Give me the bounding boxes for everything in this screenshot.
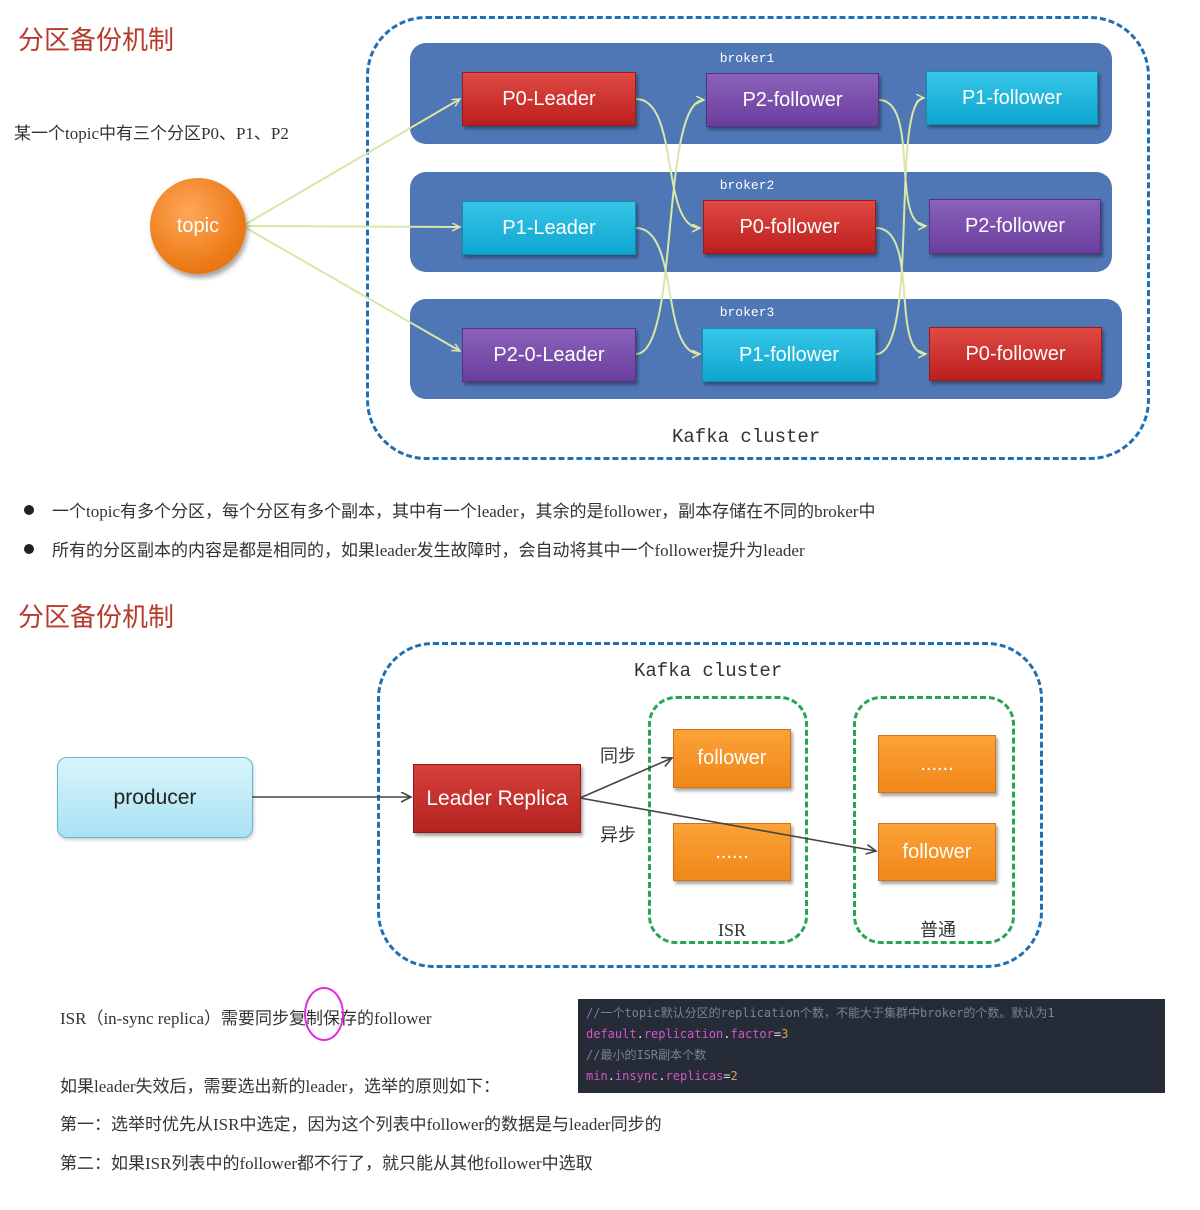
p1-replication-curve-2 <box>875 98 924 355</box>
isr-group-label: ISR <box>718 920 747 940</box>
p1-leader-node: P1-Leader <box>462 201 636 255</box>
isr-note-highlight: 同步 <box>255 1009 289 1028</box>
election-rule-2: 第二：如果ISR列表中的follower都不行了，就只能从其他follower中… <box>60 1154 593 1173</box>
broker-3-label: broker3 <box>719 305 775 320</box>
section2-connectors <box>252 600 1200 1020</box>
election-intro: 如果leader失效后，需要选出新的leader，选举的原则如下： <box>60 1077 501 1096</box>
isr-note: ISR（in-sync replica）需要同步复制保存的follower <box>60 1004 432 1029</box>
broker-1-label: broker1 <box>719 51 775 66</box>
p0-follower-broker3-node: P0-follower <box>929 327 1102 381</box>
p1-follower-broker3-node: P1-follower <box>702 328 876 382</box>
p2-replication-curve <box>635 100 704 355</box>
code-line-min-insync: min.insync.replicas=2 <box>586 1069 738 1083</box>
bullet-dot-icon <box>24 543 34 554</box>
bullet-item-2: 所有的分区副本的内容是都是相同的，如果leader发生故障时，会自动将其中一个f… <box>24 536 805 561</box>
topic-node: topic <box>150 178 246 274</box>
p2-follower-broker2-node: P2-follower <box>929 199 1101 254</box>
p2-follower-broker1-node: P2-follower <box>706 73 879 127</box>
bullet-dot-icon <box>24 504 34 515</box>
topic-to-p1-arrow <box>245 226 460 227</box>
p0-follower-broker2-node: P0-follower <box>703 200 876 254</box>
normal-group <box>853 696 1015 944</box>
sync-label: 同步 <box>600 746 636 766</box>
section2-title: 分区备份机制 <box>18 603 175 633</box>
section1-title: 分区备份机制 <box>18 26 175 56</box>
bullet-text-1: 一个topic有多个分区，每个分区有多个副本，其中有一个leader，其余的是f… <box>52 502 876 521</box>
p0-leader-node: P0-Leader <box>462 72 636 126</box>
kafka-cluster-1-label: Kafka cluster <box>672 426 821 448</box>
code-comment-2: //最小的ISR副本个数 <box>586 1048 707 1062</box>
election-rule-1: 第一：选举时优先从ISR中选定，因为这个列表中follower的数据是与lead… <box>60 1115 662 1134</box>
kafka-cluster-1 <box>366 16 1150 460</box>
p2-leader-node: P2-0-Leader <box>462 328 636 382</box>
async-label: 异步 <box>600 825 636 845</box>
topic-label: topic <box>176 214 220 237</box>
config-code-block: //一个topic默认分区的replication个数，不能大于集群中broke… <box>578 999 1165 1093</box>
leader-replica-node: Leader Replica <box>413 764 581 833</box>
bullet-item-1: 一个topic有多个分区，每个分区有多个副本，其中有一个leader，其余的是f… <box>24 497 875 522</box>
normal-follower-node: follower <box>878 823 996 881</box>
topic-to-p2-arrow <box>245 227 460 352</box>
topic-to-p0-arrow <box>245 98 460 225</box>
broker-2-label: broker2 <box>719 178 775 193</box>
section1-connectors <box>245 0 1200 470</box>
bullet-text-2: 所有的分区副本的内容是都是相同的，如果leader发生故障时，会自动将其中一个f… <box>52 541 805 560</box>
isr-note-prefix: ISR（in-sync replica）需要 <box>60 1009 255 1028</box>
p0-replication-curve-2 <box>875 227 926 354</box>
p1-follower-broker1-node: P1-follower <box>926 71 1098 125</box>
p1-replication-curve <box>635 227 700 354</box>
normal-group-label: 普通 <box>920 920 956 940</box>
p2-replication-curve-2 <box>878 99 926 226</box>
section1-intro: 某一个topic中有三个分区P0、P1、P2 <box>14 124 289 143</box>
highlight-circle <box>304 987 344 1041</box>
code-line-replication-factor: default.replication.factor=3 <box>586 1027 789 1041</box>
isr-group <box>648 696 808 944</box>
leader-to-normal-follower-arrow <box>579 797 876 851</box>
p0-replication-curve <box>635 98 700 228</box>
leader-to-isr-follower-arrow <box>579 758 672 799</box>
normal-ellipsis-node: ...... <box>878 735 996 793</box>
kafka-cluster-2-label: Kafka cluster <box>634 660 783 682</box>
code-comment-1: //一个topic默认分区的replication个数，不能大于集群中broke… <box>586 1006 1055 1020</box>
kafka-cluster-2 <box>377 642 1043 968</box>
